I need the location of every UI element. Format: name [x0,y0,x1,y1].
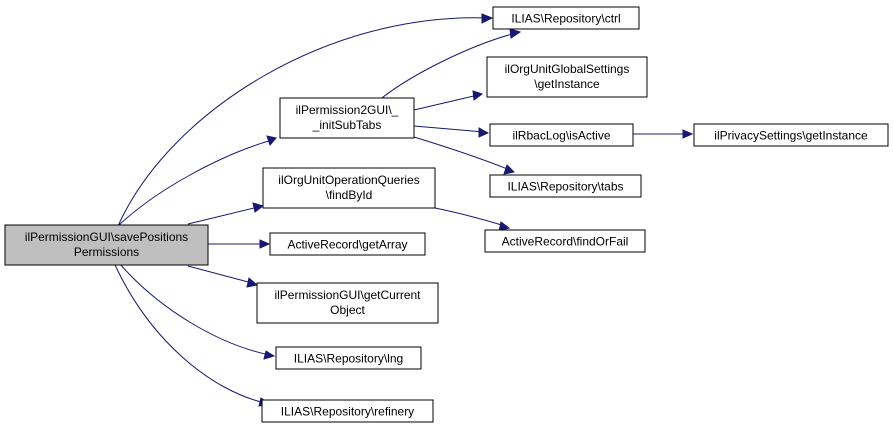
node-repository-tabs[interactable]: ILIAS\Repository\tabs [489,174,642,198]
node-label: ilRbacLog\isActive [512,129,610,143]
node-label: ActiveRecord\getArray [287,238,407,252]
node-label: ilOrgUnitGlobalSettings [505,62,630,76]
edge-operation-queries-to-find-or-fail [434,207,511,232]
node-label: ilPrivacySettings\getInstance [714,129,868,143]
node-permission-gui-get-current-object[interactable]: ilPermissionGUI\getCurrent Object [256,282,439,324]
node-label: ILIAS\Repository\refinery [281,405,414,419]
node-label: _initSubTabs [312,118,382,132]
edge-root-to-get-current-object [187,265,259,288]
node-active-record-get-array[interactable]: ActiveRecord\getArray [269,232,426,256]
edge-root-to-repository-ctrl [117,13,494,227]
node-label: \findById [326,188,373,202]
node-repository-lng[interactable]: ILIAS\Repository\lng [275,346,422,370]
node-label: Permissions [74,245,139,259]
node-init-sub-tabs[interactable]: ilPermission2GUI\_ _initSubTabs [279,97,415,139]
node-org-unit-global-settings[interactable]: ilOrgUnitGlobalSettings \getInstance [486,56,648,98]
edge-root-to-get-array [208,239,271,249]
node-save-positions-permissions[interactable]: ilPermissionGUI\savePositions Permission… [4,224,209,266]
node-repository-refinery[interactable]: ILIAS\Repository\refinery [261,399,434,423]
node-label: \getInstance [534,77,600,91]
node-label: ilOrgUnitOperationQueries [278,173,419,187]
edge-init-sub-tabs-to-org-unit-global-settings [413,90,484,111]
edge-rbac-log-to-privacy-settings [633,129,694,139]
edge-root-to-repository-refinery [114,264,271,407]
node-active-record-find-or-fail[interactable]: ActiveRecord\findOrFail [484,229,646,253]
edge-root-to-init-sub-tabs [117,135,277,227]
node-repository-ctrl[interactable]: ILIAS\Repository\ctrl [492,6,640,30]
node-operation-queries-find-by-id[interactable]: ilOrgUnitOperationQueries \findById [262,167,436,209]
edge-init-sub-tabs-to-repository-tabs [413,136,516,175]
node-rbac-log-is-active[interactable]: ilRbacLog\isActive [489,123,634,147]
node-label: ilPermissionGUI\getCurrent [274,288,421,302]
edge-root-to-repository-lng [119,263,276,360]
edge-init-sub-tabs-to-rbac-log [413,125,490,138]
edge-init-sub-tabs-to-repository-ctrl [377,28,522,102]
node-label: ilPermission2GUI\_ [296,103,399,117]
node-label: Object [330,303,365,317]
node-label: ILIAS\Repository\lng [294,352,403,366]
node-privacy-settings-get-instance[interactable]: ilPrivacySettings\getInstance [693,123,889,147]
node-label: ilPermissionGUI\savePositions [25,230,188,244]
node-label: ILIAS\Repository\ctrl [511,12,620,26]
node-label: ILIAS\Repository\tabs [507,180,623,194]
node-label: ActiveRecord\findOrFail [502,235,629,249]
edge-root-to-operation-queries [187,202,265,225]
